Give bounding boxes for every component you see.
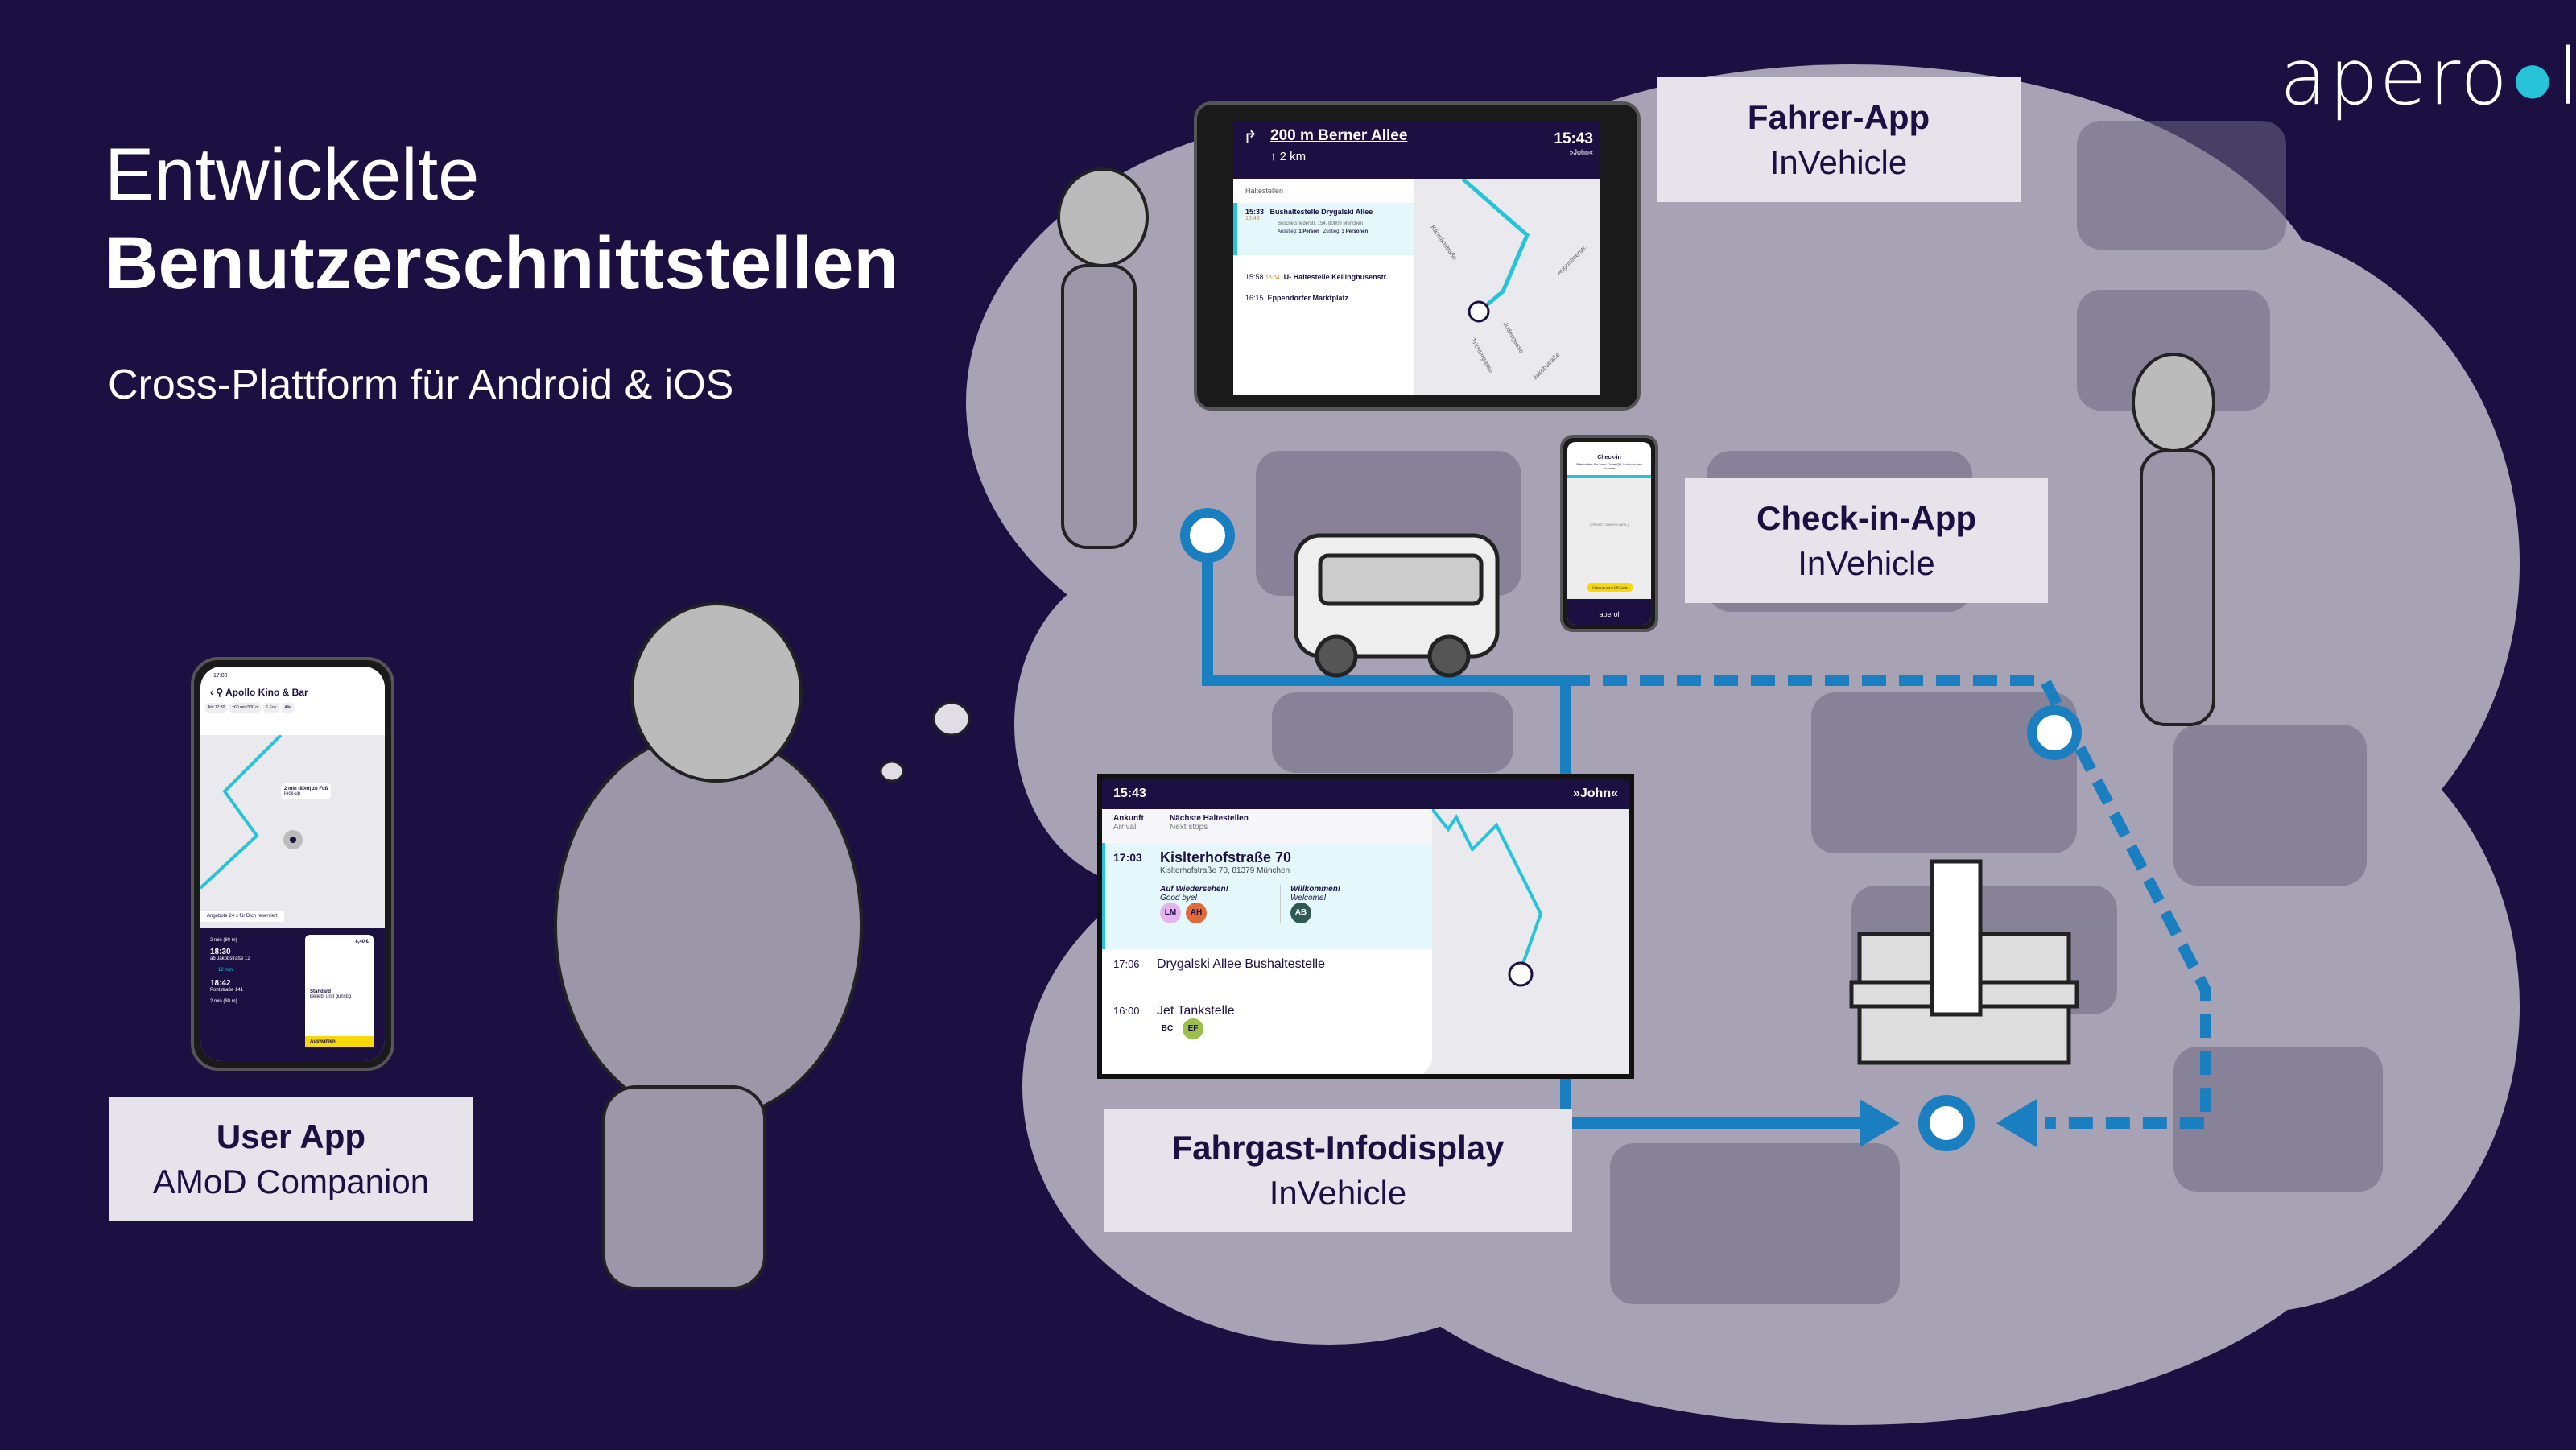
cinema-kino-illustration (1849, 859, 2079, 1065)
display-map[interactable] (1424, 808, 1629, 1074)
start-stop-icon (1180, 508, 1235, 563)
characters-illustration (554, 167, 2215, 1290)
checkin-app-phone: Check-in Bitte halten Sie Ihren Ticket Q… (1560, 435, 1658, 632)
user-app-phone: 17:00 ‹ ⚲ Apollo Kino & Bar Abf 17:30 ±6… (191, 657, 394, 1071)
chip-filter[interactable]: Alle (282, 703, 294, 713)
chip-passengers[interactable]: 1 Erw. (263, 703, 280, 713)
display-clock: 15:43 (1113, 787, 1146, 800)
driver-name: »John« (1569, 148, 1593, 156)
aperol-logo: apero●l (2280, 32, 2576, 122)
checkin-logo: aperol (1567, 599, 1651, 625)
list-header: Haltestellen (1245, 187, 1284, 195)
camera-view: [ FRONT CAMERA VIEW ] Check-in ohne QR-C… (1567, 478, 1651, 599)
checkin-instruction: Bitte halten Sie Ihren Ticket QR-Code vo… (1576, 462, 1642, 470)
svg-text:Trichtergasse: Trichtergasse (1469, 337, 1495, 375)
slide-title-line1: Entwickelte (105, 134, 480, 216)
destination-header[interactable]: ‹ ⚲ Apollo Kino & Bar (210, 687, 308, 698)
vehicle-icon (1468, 300, 1490, 323)
shuttle-bus-illustration (1294, 533, 1500, 678)
route-arrow-left (1996, 1099, 2037, 1147)
svg-text:Kármánstraße: Kármánstraße (1429, 224, 1459, 262)
driver-app-tablet: 200 m Berner Allee ↑ 2 km ↱ 15:43»John« … (1194, 101, 1641, 411)
display-driver: »John« (1572, 787, 1618, 800)
map-view[interactable]: Judengasse Kármánstraße Trichtergasse Ja… (1414, 177, 1600, 395)
stop-row-active[interactable]: 15:33 Bushaltestelle Drygalski Allee 15:… (1233, 203, 1414, 255)
stop-row-current[interactable]: 17:03 Kislterhofstraße 70 Kislterhofstra… (1102, 843, 1432, 949)
clock: 15:43 (1554, 130, 1593, 147)
select-button[interactable]: Auswählen (305, 1036, 374, 1047)
destination-stop-icon (1918, 1095, 1975, 1151)
route-arrow-right (1860, 1099, 1900, 1147)
svg-text:Judengasse: Judengasse (1501, 321, 1525, 355)
filter-chips: Abf 17:30 ±60 min/300 m 1 Erw. Alle (200, 700, 385, 716)
chip-radius[interactable]: ±60 min/300 m (229, 703, 262, 713)
slide-subtitle: Cross-Plattform für Android & iOS (108, 361, 734, 408)
slide-title-line2: Benutzerschnittstellen (105, 222, 899, 304)
turn-right-icon: ↱ (1243, 127, 1258, 147)
reservation-timer: Angebote 24 s für Dich reserviert (200, 911, 284, 922)
svg-text:Augustinerstr.: Augustinerstr. (1555, 243, 1588, 276)
checkin-title: Check-in (1597, 455, 1621, 461)
checkin-without-qr-button[interactable]: Check-in ohne QR-Code (1587, 583, 1633, 592)
vehicle-icon (1508, 961, 1534, 987)
thought-bubbles (879, 701, 971, 783)
status-time: 17:00 (213, 673, 228, 679)
nav-distance: 2 km (1279, 150, 1307, 163)
chip-departure[interactable]: Abf 17:30 (205, 703, 228, 713)
stop-row[interactable]: 15:58 16:04 U- Haltestelle Kellinghusens… (1245, 273, 1389, 281)
pickup-stop-icon (2027, 705, 2082, 760)
route (1202, 547, 2211, 1129)
svg-text:Jakobstraße: Jakobstraße (1531, 351, 1562, 382)
nav-instruction: 200 m Berner Allee (1270, 127, 1408, 144)
stop-row[interactable]: 16:15 Eppendorfer Marktplatz (1245, 294, 1349, 302)
